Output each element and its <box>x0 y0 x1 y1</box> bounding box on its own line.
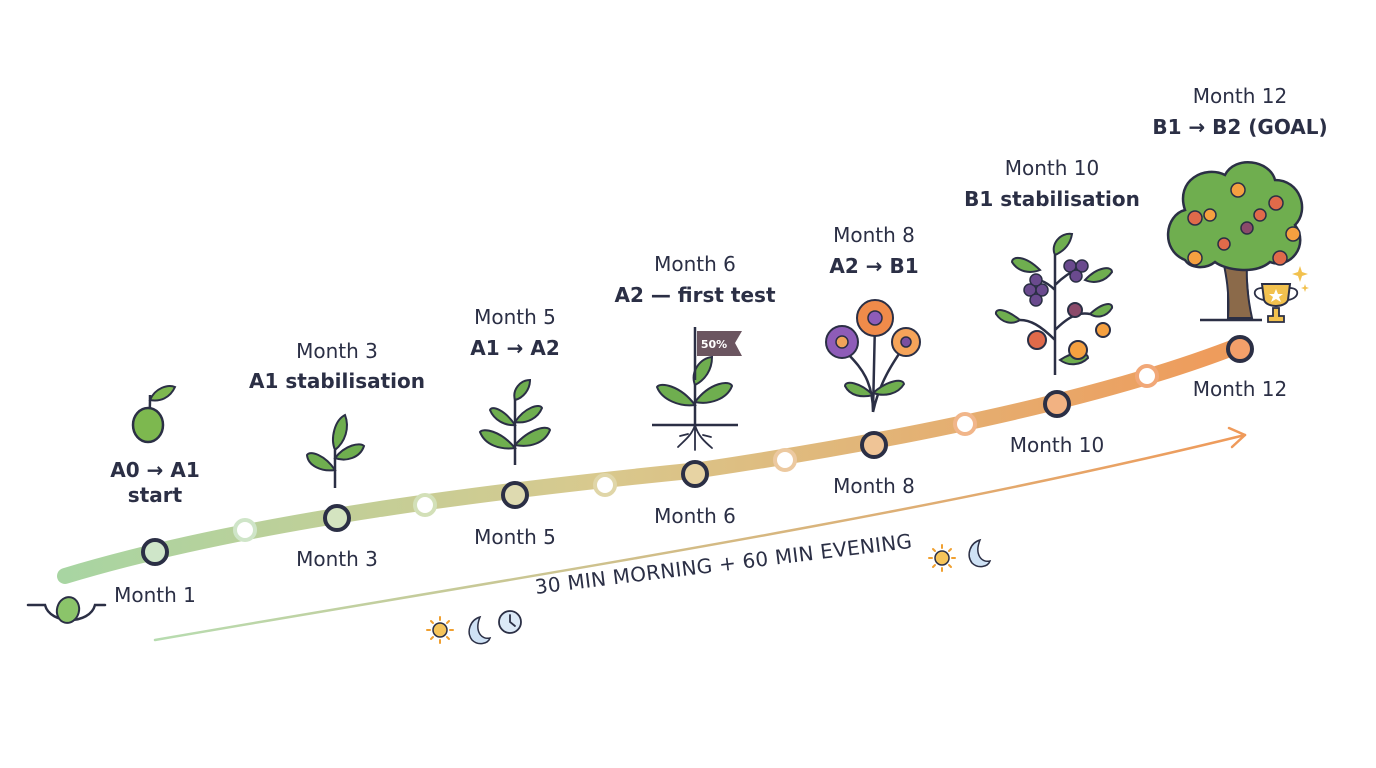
milestone-nodes <box>141 335 1254 566</box>
month-title-month-12: Month 12 <box>1192 84 1288 108</box>
month-label-month-1: Month 1 <box>114 583 196 607</box>
month-title-month-3: Month 3 <box>296 339 378 363</box>
sun-icon <box>426 616 454 644</box>
month-label-month-6: Month 6 <box>654 504 736 528</box>
phase-label-month-6: A2 — first test <box>614 283 776 307</box>
seedling-icon <box>305 413 366 488</box>
month-title-month-6: Month 6 <box>654 252 736 276</box>
minor-nodes <box>233 364 1159 542</box>
flowers-icon <box>825 299 921 413</box>
fruit-tree-with-trophy-icon <box>1166 161 1309 323</box>
minor-node <box>233 518 257 542</box>
sun-icon <box>928 544 956 572</box>
progress-arrow-line <box>153 433 1247 642</box>
phase-label-month-3: A1 stabilisation <box>249 369 425 393</box>
phase-label-month-5: A1 → A2 <box>470 336 560 360</box>
minor-node <box>1135 364 1159 388</box>
milestone-node-month-12 <box>1226 335 1254 363</box>
milestone-node-month-6 <box>681 460 709 488</box>
month-label-month-5: Month 5 <box>474 525 556 549</box>
milestone-node-month-3 <box>323 504 351 532</box>
young-plant-icon <box>478 378 552 465</box>
moon-icon <box>468 615 492 645</box>
month-title-month-5: Month 5 <box>474 305 556 329</box>
minor-node <box>593 473 617 497</box>
moon-icon <box>968 538 992 568</box>
minor-node <box>413 493 437 517</box>
orange-flower <box>856 299 894 337</box>
milestone-node-month-10 <box>1043 390 1071 418</box>
seed-in-ground-icon <box>26 596 107 624</box>
phase-label-month-1: A0 → A1 start <box>110 458 199 508</box>
purple-flower <box>825 325 859 359</box>
phase-label-month-12: B1 → B2 (GOAL) <box>1152 115 1328 139</box>
phase-label-month-10: B1 stabilisation <box>964 187 1140 211</box>
clock-icon <box>498 610 522 634</box>
month-title-month-8: Month 8 <box>833 223 915 247</box>
milestone-node-month-1 <box>141 538 169 566</box>
milestone-node-month-5 <box>501 481 529 509</box>
minor-node <box>773 448 797 472</box>
fruiting-bush-icon <box>994 232 1114 375</box>
small-flower <box>891 327 921 357</box>
month-title-month-10: Month 10 <box>1004 156 1100 180</box>
apples <box>1187 182 1301 266</box>
phase-label-month-8: A2 → B1 <box>829 254 919 278</box>
phase-line-1: A0 → A1 <box>110 458 200 482</box>
grape-cluster <box>1023 259 1089 307</box>
month-label-month-10: Month 10 <box>1009 433 1105 457</box>
progress-arrow-head <box>1227 426 1247 449</box>
month-label-month-12: Month 12 <box>1192 377 1288 401</box>
minor-node <box>953 412 977 436</box>
month-label-month-3: Month 3 <box>296 547 378 571</box>
milestone-node-month-8 <box>860 431 888 459</box>
sparkle-icon <box>1292 266 1309 292</box>
flag-text: 50% <box>701 338 727 351</box>
plant-with-roots-and-flag-icon <box>652 327 742 451</box>
trophy-icon <box>1253 283 1299 323</box>
seed-sprout-icon <box>131 385 177 444</box>
phase-line-2: start <box>127 483 183 507</box>
month-label-month-8: Month 8 <box>833 474 915 498</box>
